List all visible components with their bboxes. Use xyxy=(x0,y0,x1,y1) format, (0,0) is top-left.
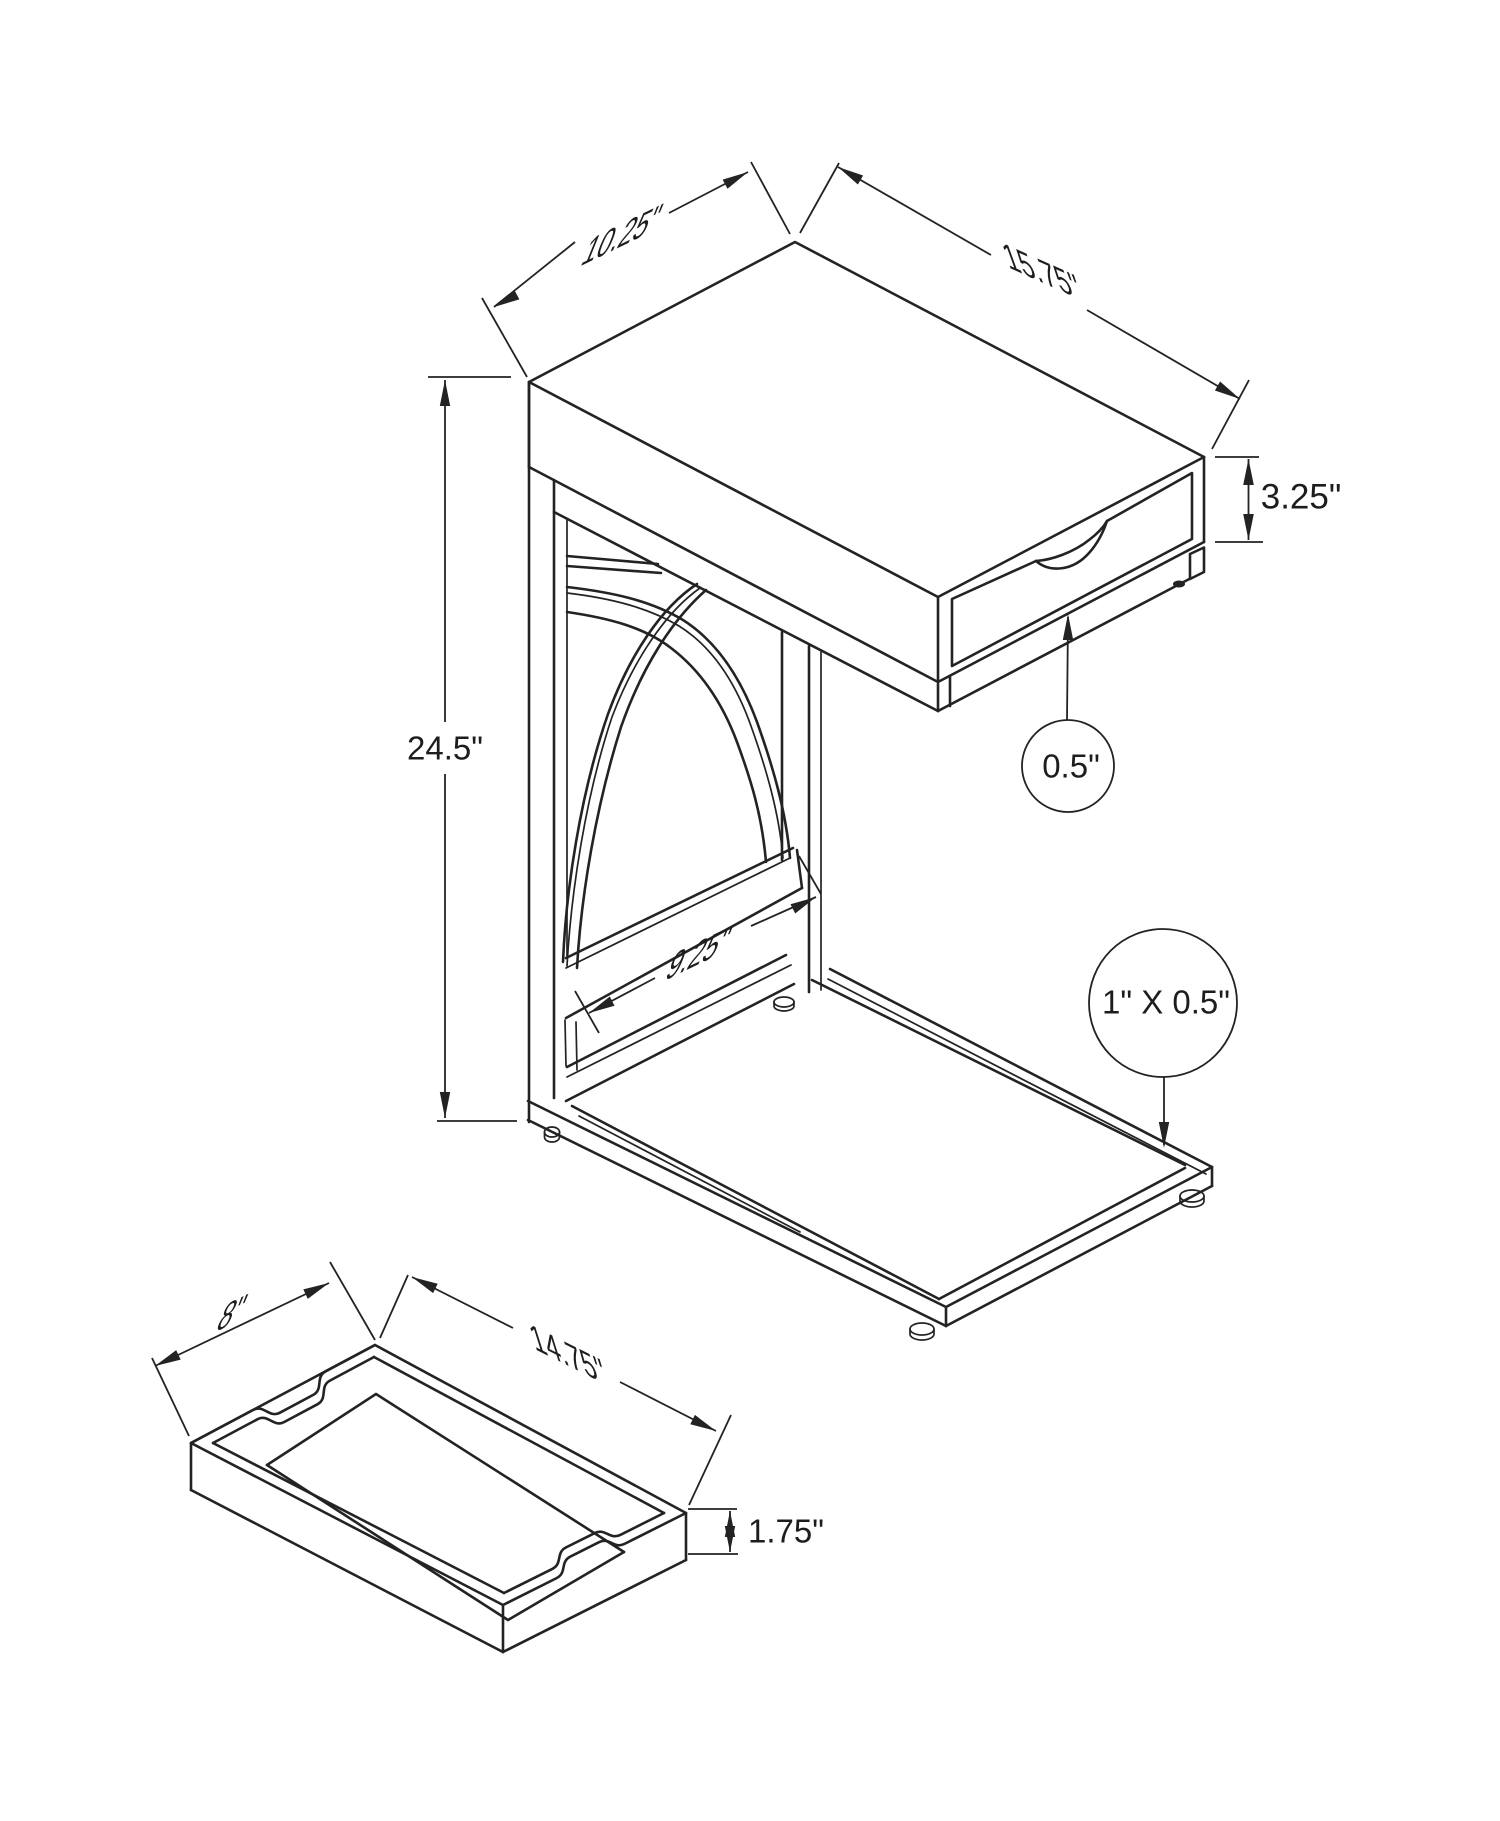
svg-text:1.75": 1.75" xyxy=(748,1513,824,1550)
svg-text:1" X 0.5": 1" X 0.5" xyxy=(1102,984,1230,1021)
svg-text:0.5": 0.5" xyxy=(1042,748,1100,785)
svg-text:3.25": 3.25" xyxy=(1261,478,1342,517)
svg-text:24.5": 24.5" xyxy=(407,730,483,767)
